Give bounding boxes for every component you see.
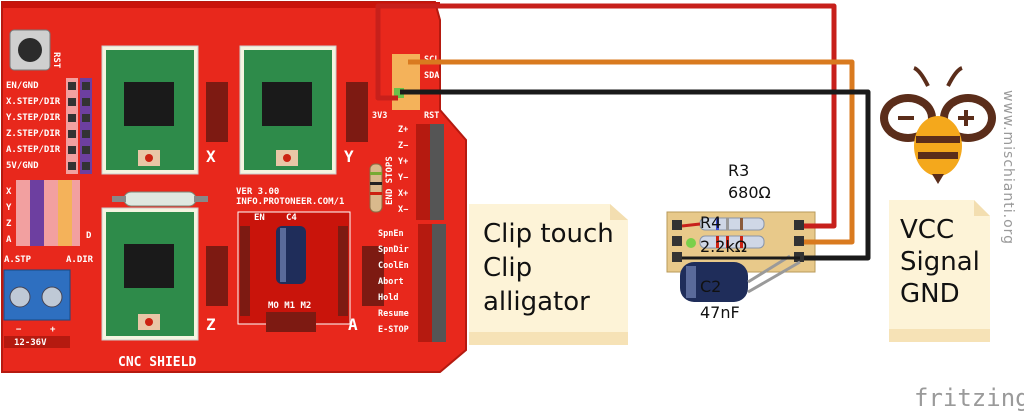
- v3-label: 3V3: [372, 111, 387, 121]
- left-header-pins: [66, 78, 92, 174]
- axis-jumper-block: X Y Z A D A.STP A.DIR: [4, 180, 94, 265]
- axis-label-x: X: [206, 147, 216, 166]
- fuse-component: [112, 191, 208, 207]
- note-right: VCC Signal GND: [889, 200, 990, 342]
- end-stops-label: END STOPS: [385, 156, 395, 205]
- power-minus: −: [16, 325, 22, 335]
- driver-a-socket: C4 EN MO M1 M2 A: [237, 211, 384, 334]
- side-axis-x: X: [6, 187, 12, 197]
- c2-value: 47nF: [700, 303, 740, 322]
- r4-name: R4: [700, 213, 721, 232]
- driver-z: Z: [101, 207, 228, 341]
- control-pins-header: SpnEn SpnDir CoolEn Abort Hold Resume E-…: [378, 224, 446, 342]
- side-axis-z: Z: [6, 219, 12, 229]
- note-left-line-2: Clip: [483, 253, 532, 283]
- label-z-step-dir: Z.STEP/DIR: [6, 129, 61, 139]
- a-dir-label: A.DIR: [66, 255, 94, 265]
- d-label-1: D: [86, 231, 92, 241]
- wire-red: [375, 3, 837, 229]
- endstop-x-plus: X+: [398, 189, 408, 199]
- power-terminal: − + 12-36V: [3, 269, 71, 348]
- endstop-x-minus: X−: [398, 205, 408, 215]
- pin-hold: Hold: [378, 293, 398, 303]
- board-name: CNC SHIELD: [118, 355, 196, 370]
- note-left-line-1: Clip touch: [483, 219, 614, 249]
- version-info: VER 3.00 INFO.PROTONEER.COM/1: [236, 187, 344, 207]
- note-left-line-3: alligator: [483, 287, 590, 317]
- label-en-gnd: EN/GND: [6, 81, 39, 91]
- a-stp-label: A.STP: [4, 255, 32, 265]
- power-plus: +: [50, 325, 56, 335]
- note-right-line-2: Signal: [900, 247, 980, 277]
- label-5v-gnd: 5V/GND: [6, 161, 39, 171]
- board-resistor: [369, 163, 383, 213]
- label-y-step-dir: Y.STEP/DIR: [6, 113, 61, 123]
- endstop-z-minus: Z−: [398, 141, 408, 151]
- watermark: www.mischianti.org: [1000, 90, 1016, 245]
- note-right-line-3: GND: [900, 279, 960, 309]
- endstop-y-plus: Y+: [398, 157, 408, 167]
- driver-x: X: [101, 45, 228, 175]
- side-axis-y: Y: [6, 203, 12, 213]
- r3-name: R3: [728, 161, 749, 180]
- capacitor-c2: [680, 254, 801, 302]
- version-label: VER 3.00: [236, 187, 279, 197]
- note-right-line-1: VCC: [900, 215, 954, 245]
- left-pin-labels: EN/GND X.STEP/DIR Y.STEP/DIR Z.STEP/DIR …: [6, 81, 61, 171]
- c4-label: C4: [286, 213, 297, 223]
- sda-label: SDA: [424, 71, 439, 81]
- perfboard: [666, 211, 816, 273]
- wires: [375, 3, 871, 261]
- reset-button: RST: [9, 29, 61, 71]
- label-a-step-dir: A.STEP/DIR: [6, 145, 61, 155]
- pin-spndir: SpnDir: [378, 244, 409, 255]
- endstop-z-plus: Z+: [398, 125, 408, 135]
- r4-value: 2.2kΩ: [700, 237, 747, 256]
- bee-logo-icon: [880, 66, 996, 184]
- axis-label-z: Z: [206, 315, 216, 334]
- ms-label: MO M1 M2: [268, 301, 311, 311]
- r3-value: 680Ω: [728, 183, 771, 202]
- pin-spnen: SpnEn: [378, 229, 404, 239]
- wire-orange: [408, 59, 855, 245]
- c2-name: C2: [700, 277, 721, 296]
- endstop-y-minus: Y−: [398, 173, 408, 183]
- pin-estop: E-STOP: [378, 325, 409, 335]
- pin-coolen: CoolEn: [378, 261, 409, 271]
- label-x-step-dir: X.STEP/DIR: [6, 97, 61, 107]
- en-label: EN: [254, 213, 265, 223]
- driver-y: Y: [239, 45, 368, 175]
- power-range: 12-36V: [14, 338, 47, 348]
- wire-perf-red: [681, 222, 701, 228]
- note-left: Clip touch Clip alligator: [469, 204, 628, 345]
- side-axis-a: A: [6, 235, 12, 245]
- rst-pin-label: RST: [424, 111, 439, 121]
- wire-black: [400, 89, 871, 261]
- rst-label: RST: [51, 52, 61, 69]
- url-label: INFO.PROTONEER.COM/1: [236, 197, 344, 207]
- pin-abort: Abort: [378, 277, 404, 287]
- axis-label-a: A: [348, 315, 358, 334]
- pin-resume: Resume: [378, 309, 409, 319]
- axis-label-y: Y: [344, 147, 354, 166]
- fritzing-logo: fritzing: [914, 384, 1024, 412]
- end-stops-header: END STOPS Z+ Z− Y+ Y− X+ X−: [385, 124, 444, 220]
